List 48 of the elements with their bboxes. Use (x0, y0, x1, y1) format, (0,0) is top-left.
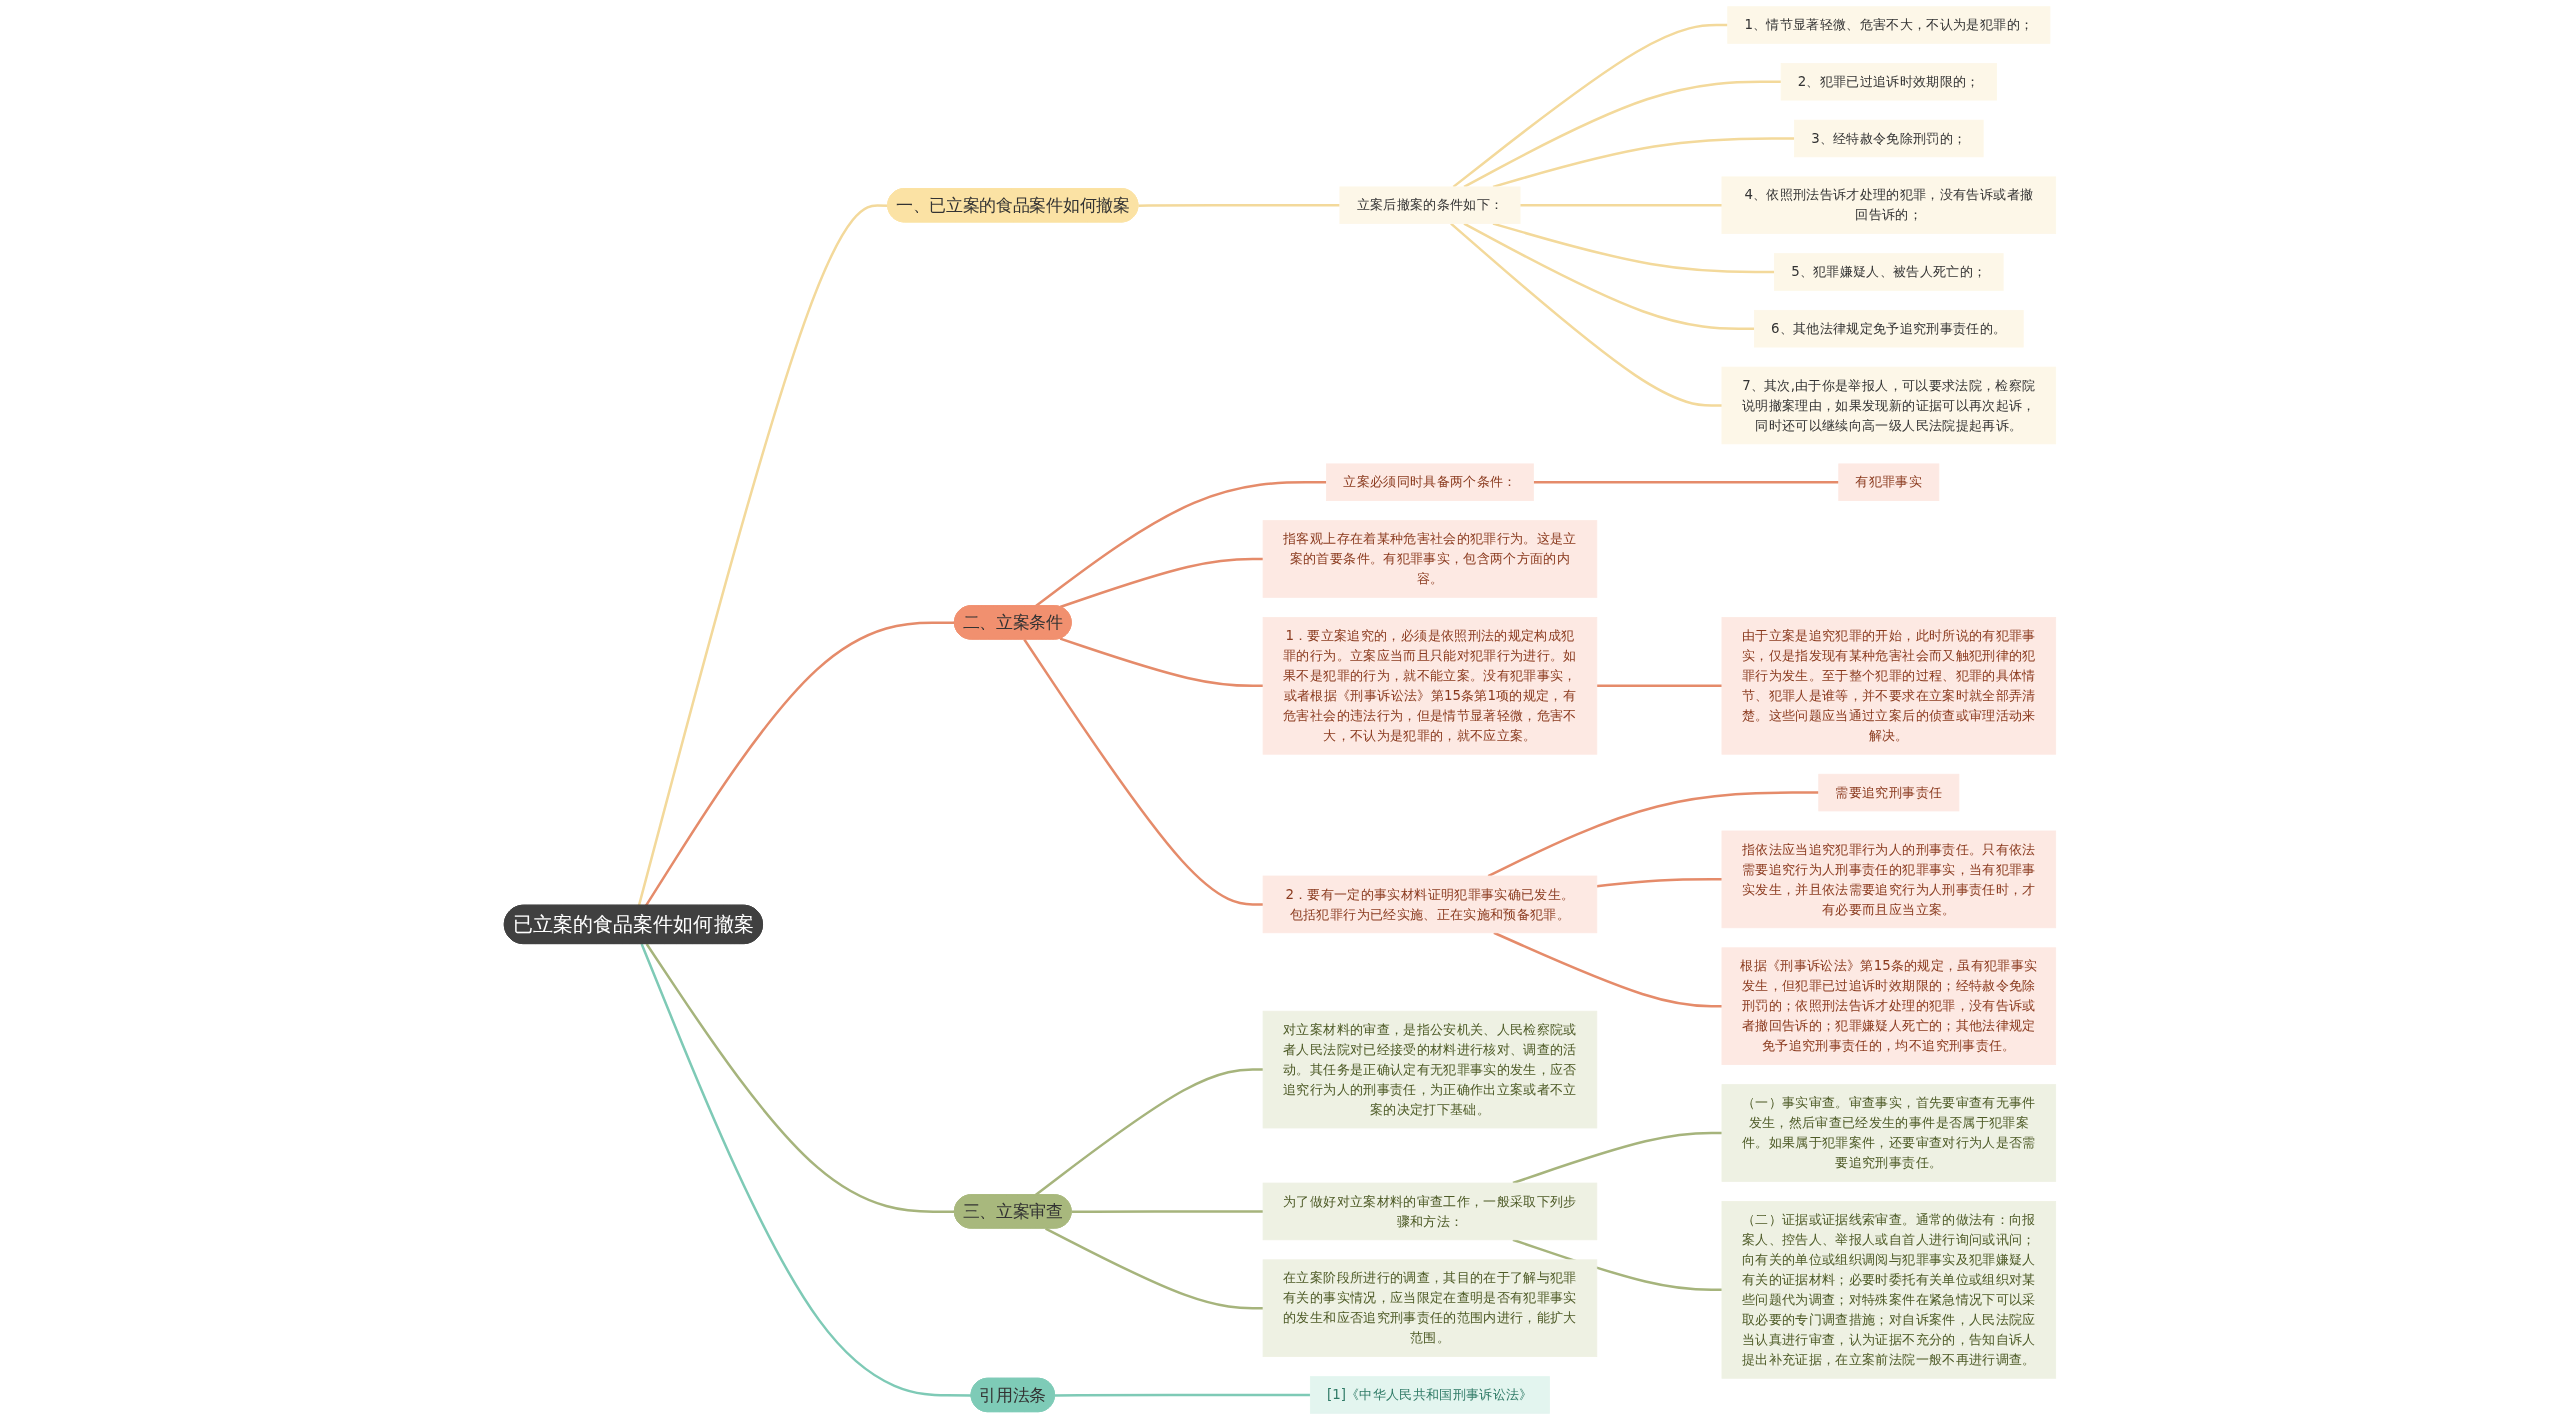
node-box: 2．要有一定的事实材料证明犯罪事实确已发生。包括犯罪行为已经实施、正在实施和预备犯罪。 (1262, 875, 1598, 934)
node-box: [1]《中华人民共和国刑事诉讼法》 (1309, 1376, 1550, 1414)
node-box: 需要追究刑事责任 (1818, 773, 1960, 812)
connector (1045, 1227, 1264, 1310)
connector (1512, 1131, 1722, 1185)
connector (644, 621, 955, 907)
node-box: 3、经特赦令免除刑罚的； (1794, 119, 1984, 158)
node-box: 5、犯罪嫌疑人、被告人死亡的； (1774, 253, 2004, 291)
connector (1054, 1393, 1311, 1397)
node-box: 立案后撤案的条件如下： (1339, 186, 1521, 224)
node-box: 4、依照刑法告诉才处理的犯罪，没有告诉或者撤回告诉的； (1721, 176, 2057, 235)
node-box: （一）事实审查。审查事实，首先要审查有无事件发生，然后审查已经发生的事件是否属于犯罪案件。如果属于犯罪案件，还要审查对行为人是否需要追究刑事责任。 (1721, 1084, 2057, 1182)
connector (1463, 222, 1755, 330)
connector (1034, 481, 1327, 608)
node-box: 指依法应当追究犯罪行为人的刑事责任。只有依法需要追究行为人刑事责任的犯罪事实，当有犯罪事实发生，并且依法需要追究行为人刑事责任时，才有必要而且应当立案。 (1721, 830, 2057, 929)
node-box: 6、其他法律规定免予追究刑事责任的。 (1754, 309, 2024, 348)
connector (1059, 637, 1264, 688)
node-box: 对立案材料的审查，是指公安机关、人民检察院或者人民法院对已经接受的材料进行核对、调查的活动。其任务是正确认定有无犯罪事实的发生，应否追究行为人的刑事责任，为正确作出立案或者不立案的决定打下基础。 (1262, 1010, 1598, 1129)
node-box: 在立案阶段所进行的调查，其目的在于了解与犯罪有关的事实情况，应当限定在查明是否有犯罪事实的发生和应否追究刑事责任的范围内进行，能扩大范围。 (1262, 1259, 1598, 1357)
connector (1533, 481, 1839, 484)
node-box: 指客观上存在着某种危害社会的犯罪行为。这是立案的首要条件。有犯罪事实，包含两个方面的内容。 (1262, 520, 1598, 598)
node-box: （二）证据或证据线索审查。通常的做法有：向报案人、控告人、举报人或自首人进行询问或讯问；向有关的单位或组织调阅与犯罪事实及犯罪嫌疑人有关的证据材料；必要时委托有关单位或组织对某些问题代为调查；对特殊案件在紧急情况下可以采取必要的专门调查措施；对自诉案件，人民法院应当认真进行审查，认为证据不充分的，告知自诉人提出补充证据，在立案前法院一般不再进行调查。 (1721, 1201, 2057, 1379)
connector (1452, 23, 1728, 188)
connector (1487, 791, 1819, 878)
connector (637, 204, 889, 906)
connector (1596, 878, 1722, 888)
node-box: 1．要立案追究的，必须是依照刑法的规定构成犯罪的行为。立案应当而且只能对犯罪行为进行。如果不是犯罪的行为，就不能立案。没有犯罪事实，或者根据《刑事诉讼法》第15条第1项的规定，有危害社会的违法行为，但是情节显著轻微，危害不大，不认为是犯罪的，就不应立案。 (1262, 616, 1598, 755)
node-box: 7、其次,由于你是举报人，可以要求法院，检察院说明撤案理由，如果发现新的证据可以再次起诉，同时还可以继续向高一级人民法院提起再诉。 (1721, 366, 2057, 445)
node-box: 2、犯罪已过追诉时效期限的； (1780, 63, 1997, 101)
connector (1450, 222, 1722, 407)
node-box: 立案必须同时具备两个条件： (1326, 463, 1534, 501)
connector (1059, 557, 1264, 609)
connector (645, 943, 955, 1214)
connector (1596, 684, 1722, 688)
node-box: 有犯罪事实 (1838, 463, 1940, 501)
connector (1138, 204, 1340, 207)
connector (1071, 1210, 1264, 1214)
node-box: 由于立案是追究犯罪的开始，此时所说的有犯罪事实，仅是指发现有某种危害社会而又触犯刑律的犯罪行为发生。至于整个犯罪的过程、犯罪的具体情节、犯罪人是谁等，并不要求在立案时就全部弄清楚。这些问题应当通过立案后的侦查或审理活动来解决。 (1721, 616, 2057, 755)
connector (1493, 931, 1722, 1008)
connector (1492, 222, 1775, 274)
node-box: 根据《刑事诉讼法》第15条的规定，虽有犯罪事实发生，但犯罪已过追诉时效期限的；经特赦令免除刑罚的；依照刑法告诉才处理的犯罪，没有告诉或者撤回告诉的；犯罪嫌疑人死亡的；其他法律规定免予追究刑事责任的，均不追究刑事责任。 (1721, 947, 2057, 1065)
connector (1512, 1238, 1722, 1292)
connector (1023, 638, 1264, 906)
connector (1520, 204, 1722, 207)
connector (1463, 80, 1782, 188)
node-box: 为了做好对立案材料的审查工作，一般采取下列步骤和方法： (1262, 1182, 1598, 1241)
connector (640, 943, 972, 1397)
node-box: 1、情节显著轻微、危害不大，不认为是犯罪的； (1727, 6, 2051, 44)
